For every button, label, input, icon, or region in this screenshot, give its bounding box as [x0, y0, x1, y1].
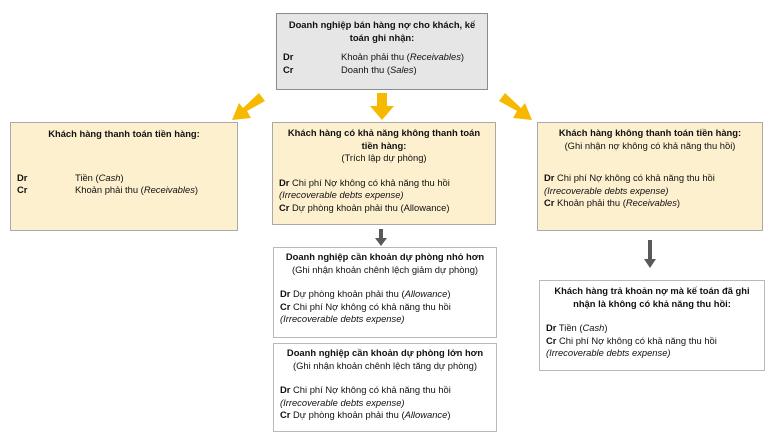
customer-not-paying-credit: Cr Khoản phải thu (Receivables) — [544, 197, 681, 209]
customer-pays-title: Khách hàng thanh toán tiền hàng: — [48, 128, 200, 139]
possible-nonpayment-subtitle: (Trích lập dự phòng) — [341, 152, 427, 164]
initial-sale-box: Doanh nghiệp bán hàng nợ cho khách, kế t… — [276, 13, 488, 90]
bad-debt-recovered-box: Khách hàng trả khoản nợ mà kế toán đã gh… — [539, 280, 765, 371]
arrow-left-shape — [232, 93, 265, 120]
arrow-to-left-icon — [232, 93, 265, 120]
arrow-right-shape — [499, 93, 532, 120]
arrow-down-right-shape — [644, 240, 656, 268]
arrow-to-center-icon — [370, 93, 394, 120]
larger-allowance-credit: Cr Dự phòng khoản phải thu (Allowance) — [280, 409, 451, 421]
bad-debt-recovered-title: Khách hàng trả khoản nợ mà kế toán đã gh… — [554, 285, 750, 309]
arrow-center-shape — [370, 93, 394, 120]
smaller-allowance-title: Doanh nghiệp cần khoản dự phòng nhỏ hơn — [285, 251, 485, 262]
larger-allowance-title: Doanh nghiệp cần khoản dự phòng lớn hơn — [286, 347, 484, 358]
smaller-allowance-credit: Cr Chi phí Nợ không có khả năng thu hồi — [280, 300, 451, 312]
customer-not-paying-box: Khách hàng không thanh toán tiền hàng: (… — [537, 122, 763, 231]
bad-debt-recovered-debit: Dr Tiền (Cash) — [546, 322, 608, 334]
smaller-allowance-debit: Dr Dự phòng khoản phải thu (Allowance) — [280, 288, 451, 300]
larger-allowance-debit: Dr Chi phí Nợ không có khả năng thu hồi — [280, 384, 451, 396]
larger-allowance-box: Doanh nghiệp cần khoản dự phòng lớn hơn … — [273, 343, 497, 432]
smaller-allowance-subtitle: (Ghi nhận khoản chênh lệch giảm dự phòng… — [291, 263, 479, 275]
possible-nonpayment-debit: Dr Chi phí Nợ không có khả năng thu hồi — [279, 176, 450, 188]
larger-allowance-subtitle: (Ghi nhận khoản chênh lệch tăng dự phòng… — [292, 359, 477, 371]
initial-sale-title: Doanh nghiệp bán hàng nợ cho khách, kế t… — [288, 19, 476, 43]
possible-nonpayment-title: Khách hàng có khả năng không thanh toán … — [287, 127, 481, 151]
possible-nonpayment-box: Khách hàng có khả năng không thanh toán … — [272, 122, 496, 225]
arrow-down-center-shape — [375, 229, 387, 246]
arrow-down-center-icon — [375, 229, 387, 246]
customer-not-paying-debit: Dr Chi phí Nợ không có khả năng thu hồi — [544, 172, 715, 184]
customer-not-paying-subtitle: (Ghi nhận nợ không có khả năng thu hồi) — [564, 139, 736, 151]
customer-not-paying-title: Khách hàng không thanh toán tiền hàng: — [558, 127, 742, 138]
bad-debt-recovered-credit: Cr Chi phí Nợ không có khả năng thu hồi — [546, 334, 717, 346]
possible-nonpayment-credit: Cr Dự phòng khoản phải thu (Allowance) — [279, 201, 450, 213]
smaller-allowance-box: Doanh nghiệp cần khoản dự phòng nhỏ hơn … — [273, 247, 497, 338]
arrow-to-right-icon — [499, 93, 532, 120]
arrow-down-right-icon — [644, 240, 656, 268]
